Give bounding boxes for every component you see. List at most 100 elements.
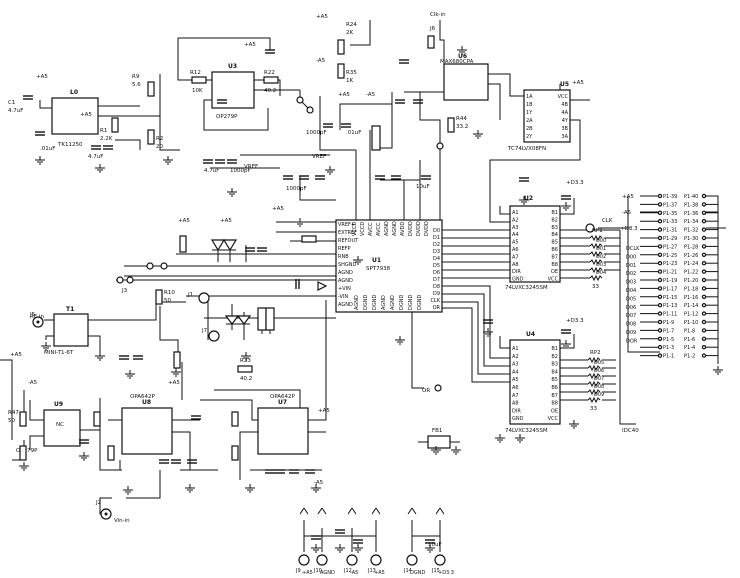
u1-pin-bottom: DGND (417, 295, 423, 310)
header-pin-right-label: P1-2 (684, 354, 695, 360)
u5-pin: 3A (561, 134, 568, 140)
net-d33-3: +D3.3 (620, 226, 638, 232)
header-pin (657, 261, 663, 266)
ground-symbols (19, 46, 723, 553)
header-pin-right-label: P1-38 (684, 202, 698, 208)
output-bit: D04 (596, 270, 606, 276)
output-bit: D02 (596, 254, 606, 260)
header-pin-left-label: P1-7 (663, 328, 674, 334)
net-vref: VREF (312, 154, 326, 160)
buffer-pin-right: B6 (551, 385, 558, 391)
u9-part: OP279P (16, 448, 38, 454)
j7-ref: J7 (201, 328, 208, 334)
buffer-pin-left: A1 (512, 346, 519, 352)
header-pin (701, 286, 707, 291)
net-a5-13: +A5 (318, 408, 330, 414)
r44-value: 33.2 (456, 124, 468, 130)
header-pin (657, 303, 663, 308)
net-d33-2: +D3.3 (566, 318, 584, 324)
buffer-pin-right: VCC (548, 277, 559, 283)
net-a5-12: +A5 (168, 380, 180, 386)
u1-pin-bottom: DGND (399, 295, 405, 310)
header-pin-right-label: P1-36 (684, 211, 698, 217)
header-pin (701, 235, 707, 241)
buffer-pin-left: A8 (512, 262, 519, 268)
net-or: OR (422, 388, 430, 394)
c2-value: .01uF (40, 146, 55, 152)
header-pin (701, 227, 707, 232)
header-pin-left-label: P1-5 (663, 337, 674, 343)
header-pin (701, 193, 707, 199)
resistor-pack-element (587, 388, 601, 396)
wiring (0, 20, 726, 552)
u5-pin: 4A (561, 110, 568, 116)
header-pin (657, 328, 663, 333)
header-pin (701, 210, 707, 215)
header-pin-right-label: P1-18 (684, 286, 698, 292)
c5-value: 10uF (416, 184, 430, 190)
buffer-pin-left: GND (512, 416, 524, 422)
u6-ref: U6 (458, 53, 467, 60)
u4-ref: U4 (526, 331, 535, 338)
u1-pin-top: DVDD (424, 221, 430, 236)
net-a5-3: +A5 (244, 42, 256, 48)
u1-pin-right: D8 (433, 284, 440, 290)
buffer-pin-right: B4 (551, 232, 558, 238)
header-pin-left-label: P1-33 (663, 219, 677, 225)
connectors (32, 96, 595, 566)
header-pin-right-label: P1-34 (684, 219, 698, 225)
header-pin (701, 261, 707, 266)
u1-pin-left: SHGND (338, 262, 357, 268)
u1-pin-top: VCCD (360, 222, 366, 236)
header-pin (701, 202, 707, 207)
buffer-u2: U2 74LVXC3245SM A1A2A3A4A5A6A7A8DIRGNDB1… (505, 195, 561, 291)
u1-pin-top: VCCD (352, 222, 358, 236)
r2-label: R2 (156, 136, 163, 142)
buffer-pin-right: B5 (551, 377, 558, 383)
jack-ref: J13 (367, 568, 376, 574)
u1-pin-right: D6 (433, 270, 440, 276)
buffer-pin-left: A2 (512, 217, 519, 223)
buffer-pin-left: DIR (512, 269, 521, 275)
buffer-pin-left: A1 (512, 210, 519, 216)
supply-arrow-icon (351, 507, 357, 515)
u6-part: MAX680CPA (440, 59, 474, 65)
jack-net: AGND (320, 570, 335, 576)
net-clk: CLK (602, 218, 613, 224)
u5-part: TC74LVX08FN (507, 146, 546, 152)
supply-arrow-icon (375, 507, 381, 515)
u3-part: OP279P (216, 114, 238, 120)
net-nc: NC (56, 422, 64, 428)
header-pin-right-label: P1-16 (684, 295, 698, 301)
net-ma5-3: -A5 (622, 210, 632, 216)
header-pin (701, 336, 707, 341)
u5-pin: 2B (526, 126, 533, 132)
u1-pin-right: D5 (433, 263, 440, 269)
j5-ref: J5 (29, 312, 36, 318)
header-pin (701, 311, 707, 316)
u2-pins: A1A2A3A4A5A6A7A8DIRGNDB1B2B3B4B5B6B7B8OE… (512, 210, 559, 283)
buffer-pin-right: B3 (551, 362, 558, 368)
u1-pin-right: D2 (433, 242, 440, 248)
r33-value: 40.2 (240, 376, 252, 382)
t1-ref: T1 (66, 306, 74, 313)
header-pin-right-label: P1-30 (684, 236, 698, 242)
resistor-pack-element (587, 364, 601, 372)
jack-ref: J10 (313, 568, 322, 574)
header-pin (657, 193, 663, 199)
u5-ref: U5 (560, 81, 569, 88)
connector-refs: J1 J7 J5 J2 J6 J3 (29, 26, 436, 506)
header-pin-right-label: P1-10 (684, 320, 698, 326)
buffer-u4: U4 74LVXC3245SM A1A2A3A4A5A6A7A8DIRGNDB1… (505, 331, 561, 434)
resistor-pack-value: 33 (590, 406, 597, 412)
net-ma5-4: -A5 (28, 380, 38, 386)
header-pin (701, 244, 707, 249)
opamp-u7: U7 OPA642P (257, 394, 309, 455)
header-signal: D02 (626, 271, 636, 277)
header-pin (657, 319, 663, 325)
buffer-pin-left: A3 (512, 362, 519, 368)
buffer-pin-left: A6 (512, 247, 519, 253)
supply-arrow-icon (347, 507, 353, 515)
r12-value: 10K (192, 88, 203, 94)
